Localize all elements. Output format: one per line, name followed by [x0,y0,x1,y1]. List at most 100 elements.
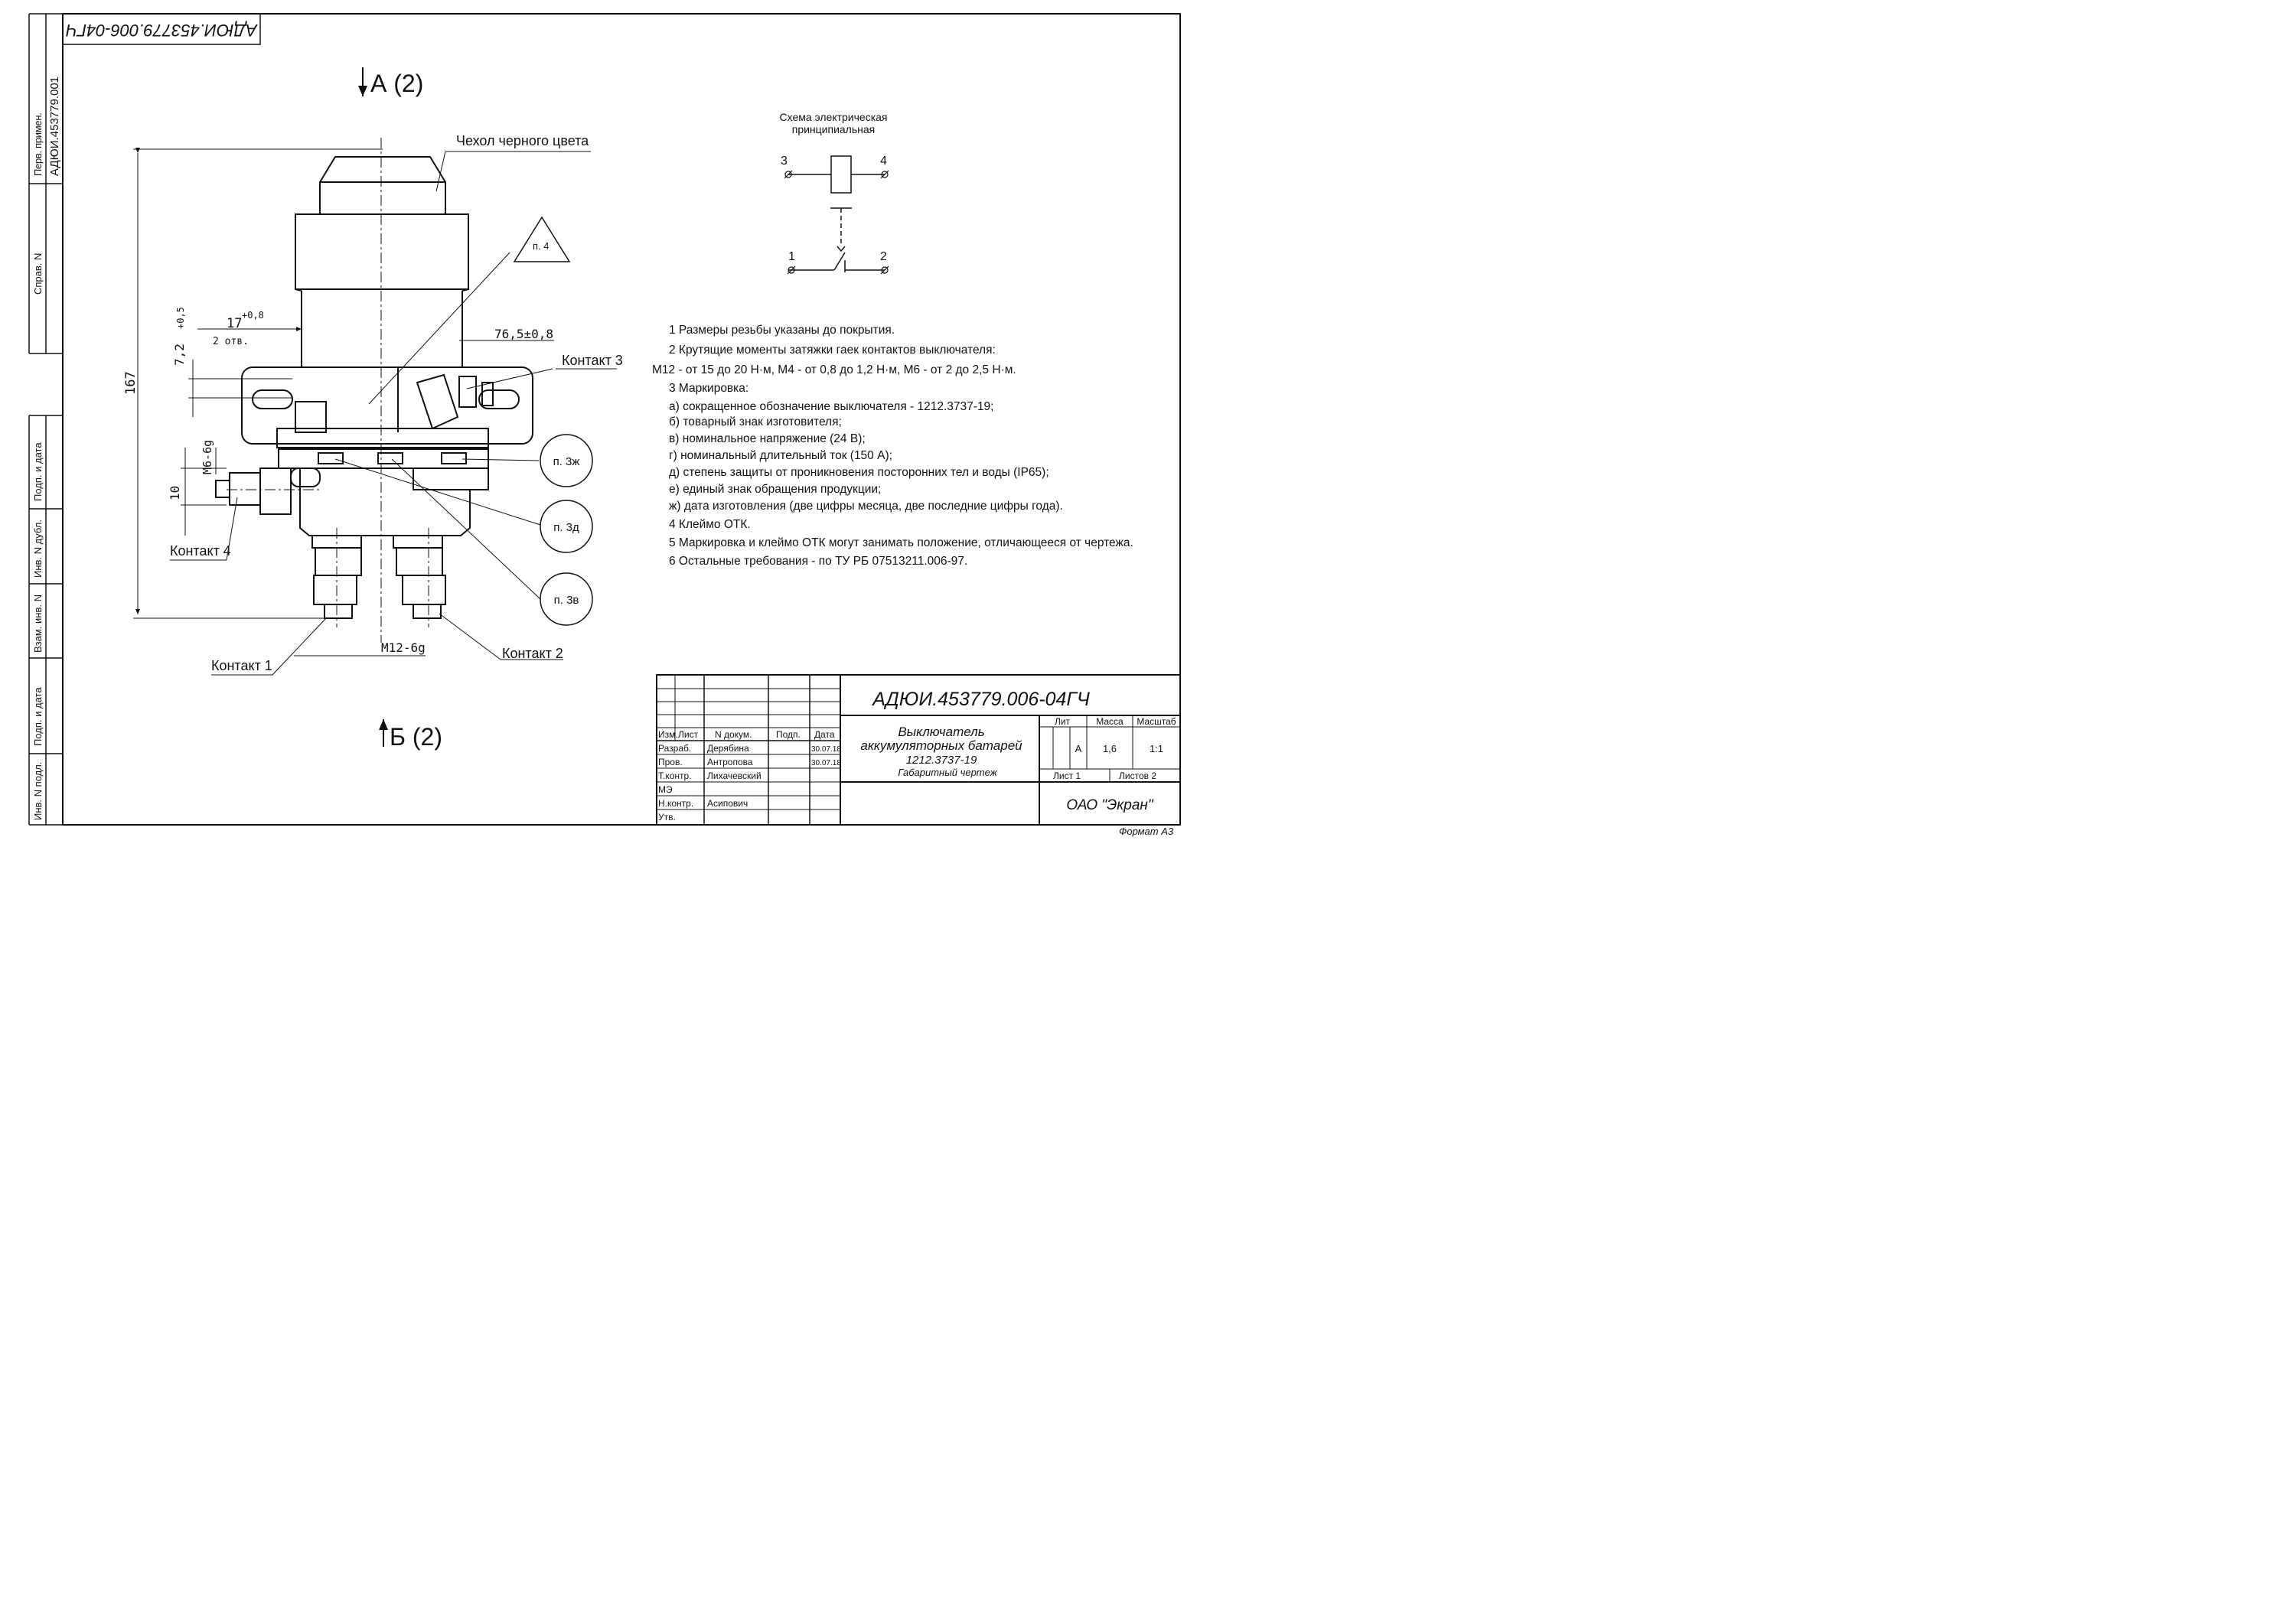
tb-me-label: МЭ [658,784,673,795]
switch-outline [215,156,533,619]
view-a-label: А (2) [370,70,423,97]
schematic-title-1: Схема электрическая [779,111,887,123]
tb-razrab-date: 30.07.18 [811,745,841,754]
note-line: д) степень защиты от проникновения посто… [669,466,1049,479]
tb-razrab-name: Дерябина [707,743,749,754]
pin-2: 2 [880,250,887,263]
top-stamp-code: АДЮИ.453779.006-04ГЧ [66,21,259,40]
cover-callout: Чехол черного цвета [456,133,589,148]
callout-texts: Чехол черного цвета п. 4 Контакт 3 п. 3ж… [170,133,623,673]
tb-name-3: 1212.3737-19 [906,754,977,767]
sprav-label: Справ. N [32,253,44,295]
tb-col-data: Дата [814,729,835,740]
note-line: М12 - от 15 до 20 Н·м, М4 - от 0,8 до 1,… [652,363,1016,376]
tb-masshtab-value: 1:1 [1150,743,1163,754]
tb-utv-label: Утв. [658,812,676,823]
dim-17-note: 2 отв. [213,336,249,347]
tb-prov-label: Пров. [658,757,683,767]
tb-lit-label: Лит [1055,716,1071,727]
dim-m12: M12-6g [381,640,426,655]
tb-lit-value: А [1075,743,1082,754]
perv-primen-value: АДЮИ.453779.001 [48,77,61,176]
title-block [656,674,1181,826]
dim-10: 10 [168,486,182,500]
schematic: Схема электрическая принципиальная 3 4 1… [779,111,889,275]
inv-dubl-label: Инв. N дубл. [32,520,44,578]
dimension-lines [133,148,554,656]
note-line: г) номинальный длительный ток (150 А); [669,449,892,462]
tb-prov-date: 30.07.18 [811,759,841,767]
tb-name-4: Габаритный чертеж [898,767,997,778]
dim-765: 76,5±0,8 [494,327,553,341]
tb-nkontr-name: Асипович [707,798,748,809]
contact3-callout: Контакт 3 [562,353,623,368]
dim-72-tol: +0,5 [175,307,186,329]
dim-m6: M6-6g [201,440,214,474]
note-line: ж) дата изготовления (две цифры месяца, … [669,500,1063,513]
note-line: 1 Размеры резьбы указаны до покрытия. [669,324,895,337]
podp-data-1-label: Подп. и дата [32,442,44,501]
note-line: 3 Маркировка: [669,382,748,395]
contact2-callout: Контакт 2 [502,646,563,661]
title-block-texts: АДЮИ.453779.006-04ГЧ Выключатель аккумул… [658,689,1176,823]
tb-name-2: аккумуляторных батарей [860,738,1022,753]
tb-doc-code: АДЮИ.453779.006-04ГЧ [871,689,1090,710]
pin-1: 1 [788,250,795,263]
view-b-label: Б (2) [390,723,442,751]
contact4-callout: Контакт 4 [170,543,231,559]
note-line: б) товарный знак изготовителя; [669,415,842,428]
tb-name-1: Выключатель [898,725,984,739]
dimension-texts: 167 17 +0,8 2 отв. 7,2 +0,5 76,5±0,8 10 … [123,307,553,655]
tb-tkontr-label: Т.контр. [658,770,692,781]
side-stamp [28,13,63,826]
note-line: а) сокращенное обозначение выключателя -… [669,400,994,413]
vzam-inv-label: Взам. инв. N [32,595,44,653]
dim-17: 17 [227,316,242,331]
note-line: 6 Остальные требования - по ТУ РБ 075132… [669,555,967,568]
sheet-frame [62,13,1181,826]
note-line: 4 Клеймо ОТК. [669,518,751,531]
dim-72: 7,2 [172,344,187,366]
contact1-callout: Контакт 1 [211,658,272,673]
side-stamp-labels: Перв. примен. АДЮИ.453779.001 Справ. N П… [32,77,61,820]
p3d-callout: п. 3д [553,521,579,534]
tb-col-izm: Изм. [658,729,678,740]
tb-company: ОАО "Экран" [1066,797,1154,813]
tb-sheets: Листов 2 [1119,770,1156,781]
pin-3: 3 [781,155,788,168]
top-stamp: АДЮИ.453779.006-04ГЧ [62,13,261,45]
drawing-sheet: АДЮИ.453779.006-04ГЧ Перв. примен. АДЮИ.… [28,13,1181,837]
tb-massa-value: 1,6 [1103,743,1117,754]
callout-shapes [513,216,593,626]
tb-col-podp: Подп. [776,729,801,740]
technical-notes: 1 Размеры резьбы указаны до покрытия. 2 … [652,324,1133,568]
note-line: е) единый знак обращения продукции; [669,483,881,496]
tb-prov-name: Антропова [707,757,753,767]
p3zh-callout: п. 3ж [553,455,580,468]
note-line: 5 Маркировка и клеймо ОТК могут занимать… [669,536,1133,549]
tb-masshtab-label: Масштаб [1137,716,1176,727]
tb-sheet: Лист 1 [1053,770,1081,781]
dim-167: 167 [123,371,139,395]
pin-4: 4 [880,155,887,168]
format-label: Формат А3 [1119,826,1174,837]
inv-podl-label: Инв. N подл. [32,762,44,820]
note-line: в) номинальное напряжение (24 В); [669,432,866,445]
callout-leaders [170,151,617,676]
tb-tkontr-name: Лихачевский [707,770,762,781]
p4-callout: п. 4 [533,240,550,252]
tb-massa-label: Масса [1096,716,1124,727]
dim-17-tol: +0,8 [242,310,264,321]
tb-col-list: Лист [678,729,699,740]
schematic-title-2: принципиальная [792,123,876,135]
podp-data-2-label: Подп. и дата [32,687,44,746]
tb-razrab-label: Разраб. [658,743,691,754]
p3v-callout: п. 3в [554,594,579,607]
note-line: 2 Крутящие моменты затяжки гаек контакто… [669,344,996,357]
tb-nkontr-label: Н.контр. [658,798,693,809]
view-b: Б (2) [379,719,442,751]
tb-col-ndokum: N докум. [715,729,752,740]
perv-primen-label: Перв. примен. [32,112,44,176]
view-a: А (2) [358,67,423,97]
center-lines [227,138,429,643]
